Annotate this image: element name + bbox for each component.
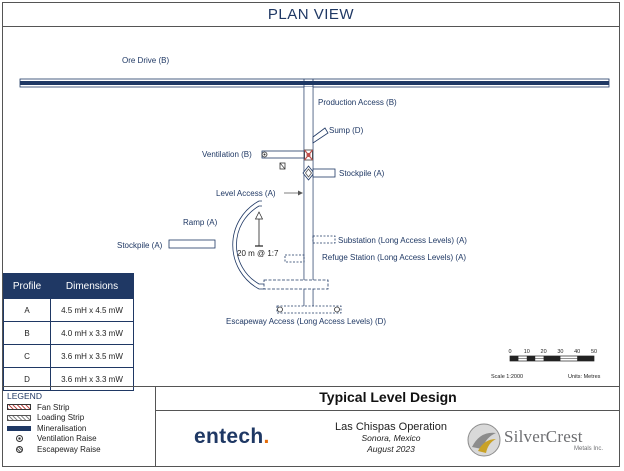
legend-item: Escapeway Raise [7,444,101,455]
profile-cell: A [3,298,51,322]
production-access-label: Production Access (B) [318,98,397,107]
legend-divider [155,386,156,467]
scale-ratio: Scale 1:2000 [491,374,523,380]
legend-label: Fan Strip [37,402,70,412]
legend-item: Loading Strip [7,413,101,424]
profile-cell: D [3,367,51,391]
scale-tick: 50 [591,349,597,355]
legend: LEGEND Fan Strip Loading Strip Mineralis… [7,391,101,455]
legend-label: Mineralisation [37,423,87,433]
profile-cell: B [3,321,51,345]
level-access-junction [302,165,315,181]
scale-tick: 20 [541,349,547,355]
refuge-label: Refuge Station (Long Access Levels) (A) [322,253,466,262]
silvercrest-subtitle: Metals Inc. [574,446,604,452]
loading-strip-swatch [7,414,31,421]
drawing-frame [2,2,620,467]
substation-label: Substation (Long Access Levels) (A) [338,236,467,245]
entech-logo: entech. [194,425,270,448]
legend-item: Mineralisation [7,423,101,434]
scale-units: Units: Metres [568,374,601,380]
ore-drive-label: Ore Drive (B) [122,56,169,65]
ore-drive [19,78,610,88]
scale-tick: 40 [574,349,580,355]
refuge-station [284,254,305,263]
level-access-label: Level Access (A) [216,189,276,198]
sump-label: Sump (D) [329,126,364,135]
stockpile-left-label: Stockpile (A) [117,241,163,250]
dimensions-cell: 3.6 mH x 3.3 mW [50,367,134,391]
legend-item: Ventilation Raise [7,434,101,445]
ramp-connector [263,279,329,290]
scale-bar: 0 10 20 30 40 50 Scale 1:2000 Units: Met… [491,349,601,380]
silvercrest-emblem-icon [467,423,501,457]
grade-arrow [254,211,264,247]
profile-dimensions-table: Profile Dimensions A 4.5 mH x 4.5 mW B 4… [3,273,134,391]
scale-tick: 10 [524,349,530,355]
dimensions-cell: 4.0 mH x 3.3 mW [50,321,134,345]
escapeway-access [276,305,342,314]
production-access-drive [303,79,314,313]
stockpile-right-label: Stockpile (A) [339,169,385,178]
legend-label: Ventilation Raise [37,434,97,444]
column-header-profile: Profile [3,273,51,299]
silvercrest-logo: SilverCrest Metals Inc. [466,421,606,459]
ramp [232,200,264,290]
dimensions-cell: 3.6 mH x 3.5 mW [50,344,134,368]
sump [312,127,329,144]
ventilation-raise-icon [7,435,31,443]
operation-date: August 2023 [367,444,415,454]
operation-name: Las Chispas Operation [335,421,447,433]
stockpile-left [168,239,216,249]
footer-divider [2,386,620,387]
fan-strip-marker [304,149,313,161]
table-row: B 4.0 mH x 3.3 mW [3,321,134,345]
dimensions-cell: 4.5 mH x 4.5 mW [50,298,134,322]
page-title: PLAN VIEW [2,2,620,27]
column-header-dimensions: Dimensions [50,273,134,299]
mineralisation-swatch [7,425,31,431]
ramp-label: Ramp (A) [183,218,218,227]
table-row: A 4.5 mH x 4.5 mW [3,298,134,322]
legend-item: Fan Strip [7,402,101,413]
ventilation-branch [261,150,305,170]
legend-title: LEGEND [7,391,42,401]
fan-strip-swatch [7,404,31,411]
operation-info: Las Chispas Operation Sonora, Mexico Aug… [316,421,466,455]
grade-label: 20 m @ 1:7 [237,249,279,258]
escapeway-raise-icon [7,445,31,453]
substation [312,235,336,244]
legend-label: Loading Strip [37,413,85,423]
scale-tick: 30 [557,349,563,355]
design-title: Typical Level Design [156,389,620,411]
level-access-arrow [284,190,303,196]
silvercrest-name: SilverCrest [504,427,583,446]
table-row: D 3.6 mH x 3.3 mW [3,367,134,391]
stockpile-right [312,168,336,178]
legend-label: Escapeway Raise [37,444,101,454]
escapeway-label: Escapeway Access (Long Access Levels) (D… [226,317,386,326]
ventilation-label: Ventilation (B) [202,150,252,159]
table-row: C 3.6 mH x 3.5 mW [3,344,134,368]
profile-cell: C [3,344,51,368]
scale-tick: 0 [508,349,511,355]
operation-location: Sonora, Mexico [361,433,421,443]
